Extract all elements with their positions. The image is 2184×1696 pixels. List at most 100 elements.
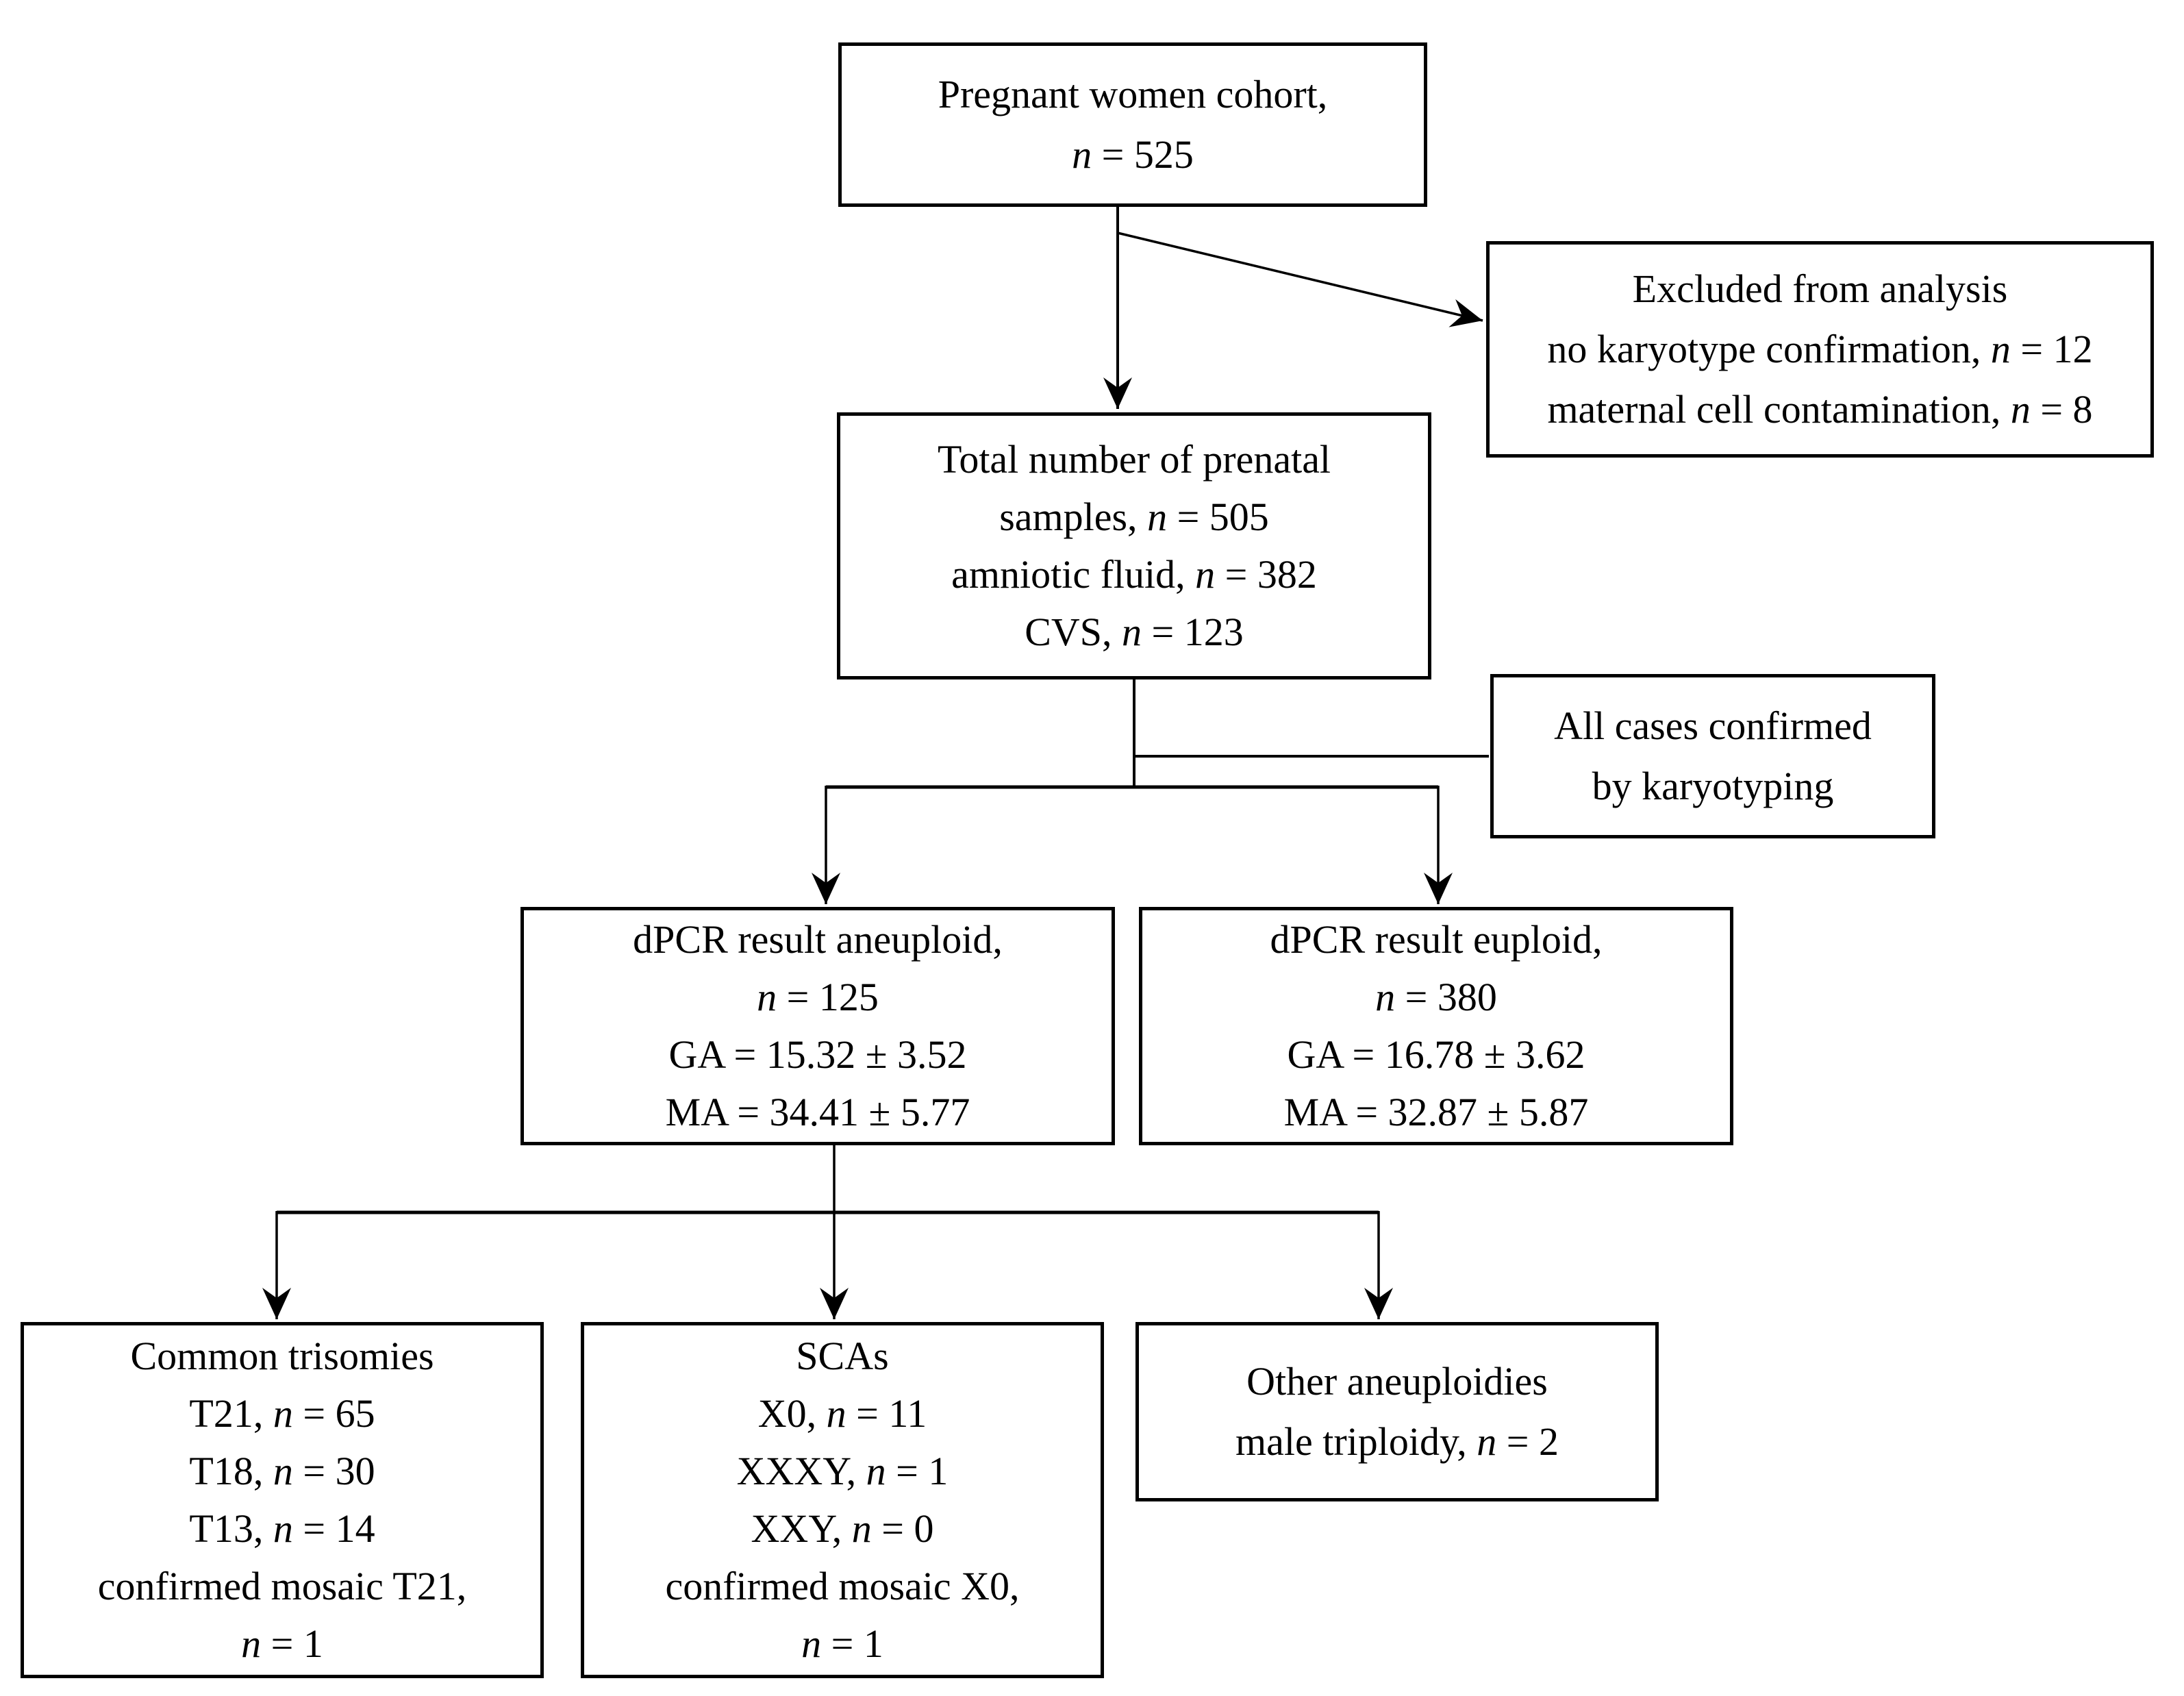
text-line: MA = 32.87 ± 5.87	[1284, 1084, 1589, 1141]
excluded-box: Excluded from analysis no karyotype confi…	[1486, 241, 2154, 458]
text-segment: = 382	[1215, 552, 1317, 597]
text-line: n = 125	[757, 969, 879, 1026]
text-segment: Other aneuploidies	[1246, 1359, 1548, 1404]
text-segment: = 0	[871, 1506, 934, 1551]
text-line: X0, n = 11	[758, 1385, 927, 1443]
italic-n: n	[273, 1391, 293, 1436]
italic-n: n	[2010, 387, 2031, 432]
text-segment: SCAs	[796, 1334, 889, 1378]
text-segment: Common trisomies	[130, 1334, 434, 1378]
italic-n: n	[1072, 132, 1092, 177]
text-segment: XXY,	[751, 1506, 852, 1551]
text-segment: confirmed mosaic T21,	[97, 1564, 467, 1608]
text-segment: dPCR result euploid,	[1270, 917, 1603, 962]
text-segment: T21,	[189, 1391, 273, 1436]
text-segment: = 12	[2010, 327, 2093, 371]
text-line: SCAs	[796, 1327, 888, 1385]
text-line: samples, n = 505	[999, 488, 1269, 546]
text-segment: maternal cell contamination,	[1547, 387, 2011, 432]
text-line: n = 1	[241, 1615, 323, 1673]
text-segment: = 525	[1092, 132, 1194, 177]
italic-n: n	[1990, 327, 2011, 371]
italic-n: n	[801, 1621, 822, 1666]
italic-n: n	[273, 1506, 293, 1551]
text-line: All cases confirmed	[1554, 696, 1872, 756]
other-aneuploidies-box: Other aneuploidies male triploidy, n = 2	[1135, 1322, 1659, 1501]
text-segment: = 380	[1395, 975, 1497, 1019]
text-line: XXY, n = 0	[751, 1500, 934, 1558]
text-segment: XXXY,	[736, 1449, 866, 1493]
text-line: n = 525	[1072, 125, 1194, 185]
text-segment: samples,	[999, 495, 1148, 539]
text-line: dPCR result euploid,	[1270, 911, 1603, 969]
text-segment: = 8	[2030, 387, 2093, 432]
cohort-box: Pregnant women cohort, n = 525	[838, 42, 1427, 207]
text-line: Excluded from analysis	[1633, 259, 2008, 319]
text-line: by karyotyping	[1592, 756, 1834, 816]
text-segment: = 125	[777, 975, 879, 1019]
text-line: maternal cell contamination, n = 8	[1547, 379, 2092, 440]
text-line: n = 1	[801, 1615, 883, 1673]
text-line: amniotic fluid, n = 382	[951, 546, 1317, 603]
text-segment: Total number of prenatal	[937, 437, 1331, 482]
text-line: T21, n = 65	[189, 1385, 375, 1443]
text-line: Common trisomies	[130, 1327, 434, 1385]
text-segment: = 14	[292, 1506, 375, 1551]
italic-n: n	[826, 1391, 846, 1436]
text-segment: = 65	[292, 1391, 375, 1436]
text-segment: CVS,	[1025, 610, 1122, 654]
text-segment: = 505	[1167, 495, 1269, 539]
text-segment: male triploidy,	[1235, 1419, 1477, 1464]
text-segment: = 1	[261, 1621, 323, 1666]
italic-n: n	[273, 1449, 293, 1493]
text-segment: confirmed mosaic X0,	[665, 1564, 1020, 1608]
text-line: MA = 34.41 ± 5.77	[666, 1084, 970, 1141]
text-segment: GA = 16.78 ± 3.62	[1287, 1032, 1585, 1077]
text-segment: T18,	[189, 1449, 273, 1493]
italic-n: n	[241, 1621, 262, 1666]
karyotyping-confirmation-box: All cases confirmed by karyotyping	[1490, 674, 1935, 838]
text-segment: GA = 15.32 ± 3.52	[668, 1032, 967, 1077]
text-segment: dPCR result aneuploid,	[633, 917, 1003, 962]
text-line: GA = 15.32 ± 3.52	[668, 1026, 966, 1084]
text-line: confirmed mosaic X0,	[665, 1558, 1019, 1615]
text-line: Total number of prenatal	[938, 431, 1331, 488]
text-line: Other aneuploidies	[1246, 1351, 1548, 1412]
text-segment: T13,	[189, 1506, 273, 1551]
dpcr-euploid-box: dPCR result euploid, n = 380 GA = 16.78 ± …	[1139, 907, 1733, 1145]
text-line: GA = 16.78 ± 3.62	[1287, 1026, 1585, 1084]
text-line: dPCR result aneuploid,	[633, 911, 1003, 969]
text-line: male triploidy, n = 2	[1235, 1412, 1559, 1472]
text-segment: by karyotyping	[1592, 764, 1834, 808]
text-segment: MA = 34.41 ± 5.77	[665, 1090, 970, 1134]
text-line: Pregnant women cohort,	[938, 64, 1328, 125]
text-line: n = 380	[1375, 969, 1497, 1026]
text-segment: amniotic fluid,	[951, 552, 1196, 597]
text-segment: Pregnant women cohort,	[938, 72, 1328, 116]
text-segment: = 1	[821, 1621, 883, 1666]
italic-n: n	[1195, 552, 1216, 597]
total-samples-box: Total number of prenatal samples, n = 505…	[837, 412, 1431, 679]
arrow-cohort-to-excluded	[1117, 232, 1483, 327]
text-segment: = 11	[846, 1391, 927, 1436]
dpcr-aneuploid-box: dPCR result aneuploid, n = 125 GA = 15.32 …	[520, 907, 1115, 1145]
italic-n: n	[851, 1506, 872, 1551]
text-line: T18, n = 30	[189, 1443, 375, 1500]
text-segment: = 30	[292, 1449, 375, 1493]
italic-n: n	[1147, 495, 1168, 539]
italic-n: n	[1477, 1419, 1497, 1464]
italic-n: n	[757, 975, 777, 1019]
text-line: T13, n = 14	[189, 1500, 375, 1558]
italic-n: n	[866, 1449, 886, 1493]
text-line: no karyotype confirmation, n = 12	[1547, 319, 2092, 379]
text-segment: = 123	[1142, 610, 1244, 654]
text-line: confirmed mosaic T21,	[98, 1558, 467, 1615]
text-segment: X0,	[757, 1391, 827, 1436]
text-line: CVS, n = 123	[1025, 603, 1244, 661]
text-segment: Excluded from analysis	[1632, 266, 2008, 311]
text-segment: no karyotype confirmation,	[1547, 327, 1991, 371]
